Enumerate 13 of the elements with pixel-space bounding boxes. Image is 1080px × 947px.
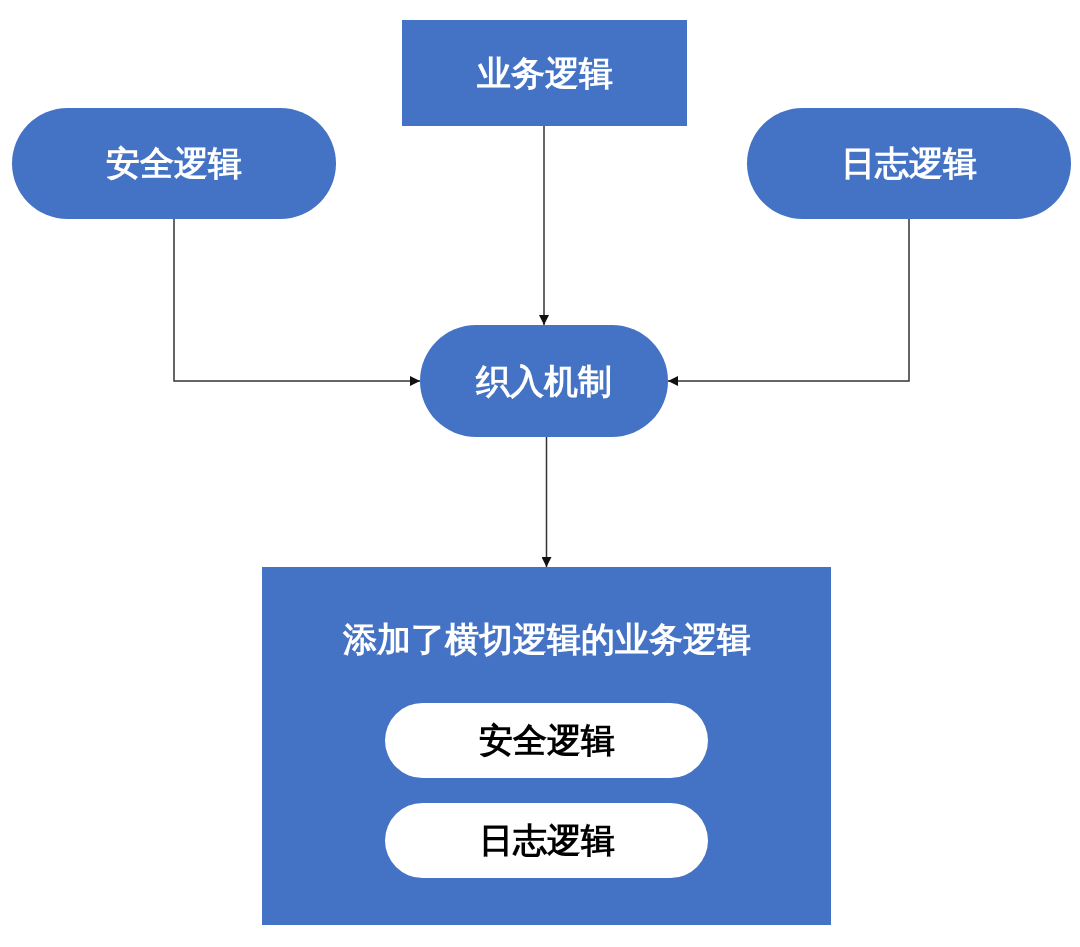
process-box bbox=[402, 20, 687, 126]
arrow bbox=[173, 218, 421, 386]
node-label: 业务逻辑 bbox=[476, 52, 613, 94]
node-label: 织入机制 bbox=[476, 360, 612, 402]
arrow bbox=[667, 218, 910, 386]
node-label: 安全逻辑 bbox=[106, 143, 242, 184]
group-title: 添加了横切逻辑的业务逻辑 bbox=[342, 619, 751, 660]
container-box bbox=[262, 567, 831, 925]
arrow bbox=[541, 436, 552, 568]
node-label: 安全逻辑 bbox=[478, 720, 615, 761]
arrow bbox=[539, 125, 549, 326]
node-label: 日志逻辑 bbox=[478, 820, 615, 861]
node-label: 日志逻辑 bbox=[841, 143, 977, 184]
